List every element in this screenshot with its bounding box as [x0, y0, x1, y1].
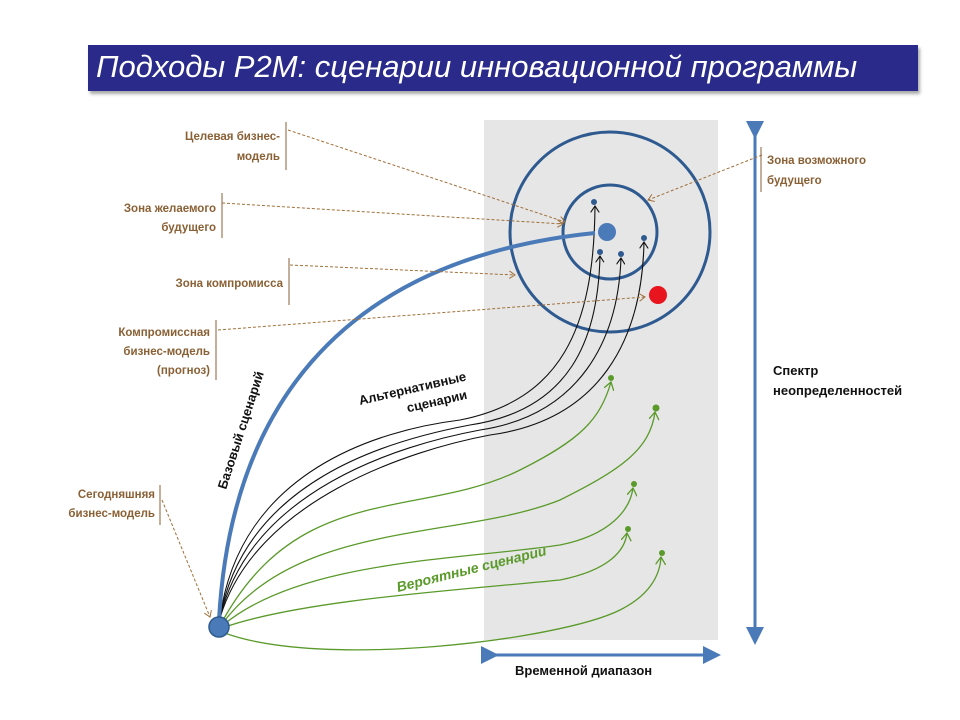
label-time-range: Временной диапазон	[515, 663, 652, 678]
probable-curve	[221, 382, 611, 623]
probable-curve	[221, 557, 661, 651]
alternative-endpoints	[591, 199, 647, 257]
base-scenario-curve	[217, 231, 596, 621]
target-model-dot	[598, 223, 616, 241]
alternative-curve	[219, 256, 600, 619]
today-model-dot	[208, 616, 230, 638]
probable-scenario-curves	[221, 382, 661, 651]
label-compromise-zone: Зона компромисса	[176, 278, 284, 290]
alternative-curve	[219, 258, 621, 619]
alternative-curve	[219, 206, 595, 619]
slide-title: Подходы P2M: сценарии инновационной прог…	[96, 49, 858, 84]
time-zone-area	[484, 120, 718, 640]
alternative-scenario-curves	[219, 206, 644, 619]
possible-future-circle	[508, 130, 712, 334]
desired-future-circle	[561, 183, 659, 281]
probable-curve	[221, 488, 633, 627]
label-base-scenario: Базовый сценарий	[215, 369, 267, 491]
label-alt-scenarios: Альтернативныесценарии	[357, 369, 471, 426]
probable-curve	[221, 533, 627, 629]
alternative-curve	[219, 242, 644, 619]
title-bar: Подходы P2M: сценарии инновационной прог…	[88, 45, 918, 91]
label-target-model: Целевая бизнес-модель	[185, 131, 280, 163]
compromise-model-dot	[649, 286, 667, 304]
green-endpoints	[608, 375, 665, 556]
probable-curve	[221, 412, 655, 625]
